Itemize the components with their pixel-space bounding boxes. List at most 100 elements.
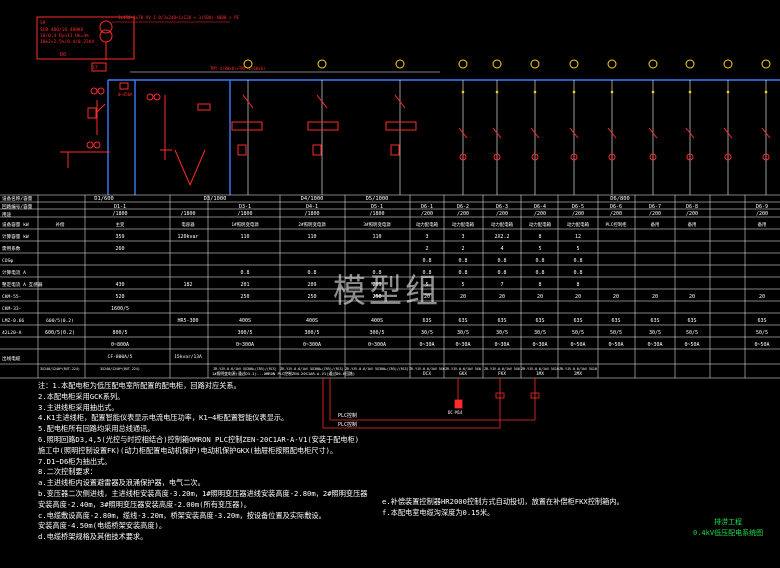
- cell-usage: 主变: [116, 221, 125, 228]
- cell-set-current: 20: [613, 294, 619, 300]
- note-line: 4.K1主进线柜，配置智能仪表显示电流电压功率，K1~4柜配置智能仪表显示。: [38, 413, 289, 423]
- feeder-terminal-icon: [761, 59, 771, 69]
- cell-installed-kw: 120kvar: [177, 234, 198, 240]
- cell-cable: ZR-YJV-0.6/1kV 5X10: [521, 367, 559, 371]
- cell-installed-kw: 3: [425, 234, 428, 240]
- cell-calc-current: 182: [183, 282, 192, 288]
- panel-rating: /200: [756, 211, 768, 217]
- panel-rating: /200: [572, 211, 584, 217]
- ct-icon: [608, 153, 616, 161]
- cell-calc-current: 209: [372, 282, 381, 288]
- transformer-ratio: 10±2×2.5%/0.4/0.23kV: [40, 39, 94, 45]
- cell-calc-current: 201: [240, 282, 249, 288]
- cell-usage: 备用: [758, 221, 767, 228]
- cell-cos: 0.8: [372, 270, 381, 276]
- note-line: 安装高度-4.50m(电缆桥架安装高度)。: [38, 521, 167, 531]
- group-header: D6/800: [610, 196, 629, 202]
- feeders-large: [231, 59, 417, 195]
- cell-usage: 动力配电箱: [491, 221, 514, 228]
- row-label: 设备容量 kW: [2, 221, 29, 228]
- fuse-icon: [572, 90, 576, 94]
- cell-calc-kw: 5: [538, 246, 541, 252]
- panel-id: D6-4: [534, 204, 546, 210]
- feeder-terminal-icon: [685, 59, 695, 69]
- cell-lmz: 30/5: [534, 330, 546, 336]
- cell-installed-kw: 110: [240, 234, 249, 240]
- cell-calc-current: 209: [307, 282, 316, 288]
- feeders-small: [458, 59, 771, 195]
- cell-installed-kw: 12: [575, 234, 581, 240]
- ct-icon: [493, 153, 501, 161]
- fuse-icon: [533, 90, 537, 94]
- cell-calc-kw: 4: [500, 246, 503, 252]
- cell-usage: 3#照明变电源: [363, 221, 391, 228]
- row-label: 出线电缆: [2, 355, 21, 362]
- ct-icon: [762, 153, 770, 161]
- cell-ckm33: HR5-300: [177, 318, 198, 324]
- cell-calc-kw: 5: [576, 246, 579, 252]
- cell-calc-kw: 2: [425, 246, 428, 252]
- fuse-icon: [495, 90, 499, 94]
- fuse-icon: [610, 90, 614, 94]
- note-line: d.电缆桥架规格及其他技术要求。: [38, 532, 148, 542]
- cell-ckm33: 400S: [239, 318, 251, 324]
- panel-id: D6-9: [756, 204, 768, 210]
- cell-lmz: 300/5: [369, 330, 384, 336]
- cell-demand-factor: 0.8: [573, 258, 582, 264]
- cell-destination: GKX: [459, 371, 467, 377]
- cell-set-current: 250: [307, 294, 316, 300]
- feeder-terminal-icon: [607, 59, 617, 69]
- cell-installed-kw: 359: [115, 234, 124, 240]
- cell-usage: 备用: [688, 221, 697, 228]
- cell-lmz: 50/5: [610, 330, 622, 336]
- cell-cos: 0.8: [535, 270, 544, 276]
- cell-usage: 电容器: [181, 221, 195, 228]
- cell-cable: ZR-YJV-0.6/1kV 5X300+(CR5)/(RCS): [213, 367, 277, 371]
- cell-usage: PLC控制柜: [605, 221, 627, 228]
- panel-id: D6-7: [649, 204, 661, 210]
- cell-destination: DCX: [423, 371, 431, 377]
- ct-icon: [531, 153, 539, 161]
- project-name: 排涝工程: [714, 518, 743, 526]
- row-label: 用途: [2, 211, 12, 218]
- design-notes-right: e.补偿装置控制器HR2000控制方式自动投切，放置在补偿柜FKX控制箱内。f.…: [382, 496, 624, 518]
- row-label: 42L20-A: [2, 330, 22, 336]
- row-label: 整定电流 A 互感器: [2, 281, 43, 288]
- cell-usage: 动力配电箱: [452, 221, 475, 228]
- cell-usage: 动力配电箱: [529, 221, 552, 228]
- panel-id: D6-5: [572, 204, 584, 210]
- cell-ckm33: 63S: [535, 318, 544, 324]
- note-line: f.本配电室电缆沟深度为0.15米。: [382, 508, 495, 517]
- cell-calc-kw: 260: [115, 246, 124, 252]
- feeder-terminal-icon: [723, 59, 733, 69]
- cell-cable: ZR-YJV-0.6/1kV 5X6: [445, 367, 481, 371]
- cell-set-current: 20: [689, 294, 695, 300]
- plc-links: [322, 378, 540, 429]
- note-line: c.电缆敷设高度-2.80m，缆线-3.20m，桥架安装高度-3.20m，按设备…: [38, 510, 326, 520]
- cell-set-current: 250: [240, 294, 249, 300]
- panel-id: D5-1: [371, 204, 383, 210]
- cell-meter: 0~800A: [111, 342, 129, 348]
- row-label: 回路编号/容量: [2, 203, 33, 210]
- cell-demand-factor: 0.8: [535, 258, 544, 264]
- transformer-coil-icon: [99, 20, 113, 34]
- cell-cos: 0.8: [422, 270, 431, 276]
- cell-ckm33: 63S: [497, 318, 506, 324]
- cell-lmz: 300/5: [304, 330, 319, 336]
- cell-usage: 补偿: [56, 221, 65, 228]
- panel-rating: /200: [421, 211, 433, 217]
- cell-cos: 0.8: [240, 270, 249, 276]
- panel-rating: /1800: [304, 211, 319, 217]
- cell-usage: 2#照明变电源: [298, 221, 326, 228]
- cell-set-current: 20: [652, 294, 658, 300]
- cell-lmz: 30/5: [496, 330, 508, 336]
- plc-box-label: DC-M14: [448, 410, 463, 415]
- cell-meter: 0~50A: [684, 342, 699, 348]
- cell-ckm33: 63S: [458, 318, 467, 324]
- cell-lmz: 50/5: [686, 330, 698, 336]
- note-line: 3.主进线柜采用抽出式。: [38, 402, 119, 412]
- note-line: 施工中(照明控制设置FK)(动力柜配置电动机保护)电动机保护GKX(抽屉柜按照配…: [38, 445, 338, 455]
- feeder-terminal-icon: [569, 59, 579, 69]
- cell-meter: 0~30A: [647, 342, 662, 348]
